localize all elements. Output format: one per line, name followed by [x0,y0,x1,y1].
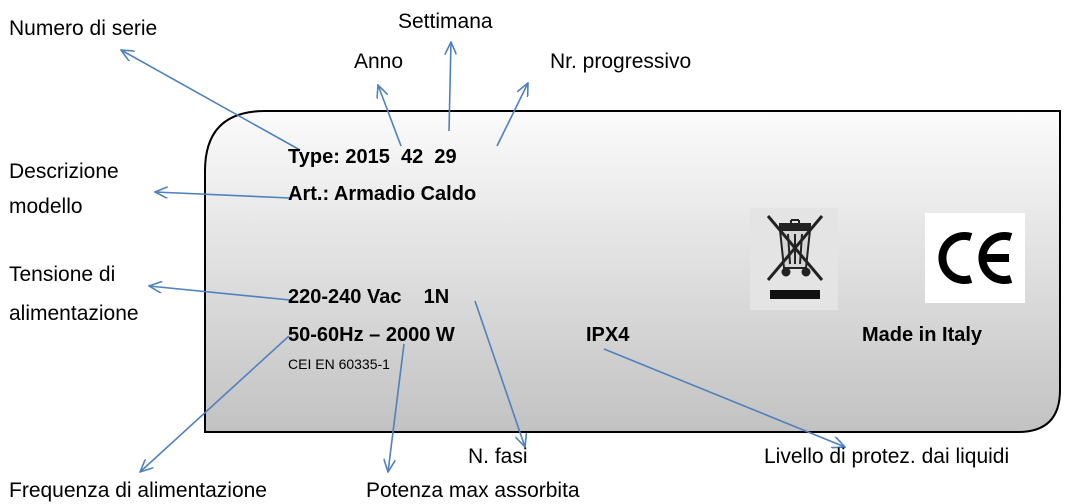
label-frequenza: Frequenza di alimentazione [9,479,267,502]
arrow-frequenza [140,335,290,472]
annotation-arrows [121,42,845,472]
ce-mark-icon [925,213,1025,303]
label-livello-protezione: Livello di protez. dai liquidi [764,445,1010,468]
plate-standard: CEI EN 60335-1 [288,356,390,372]
plate-made-in: Made in Italy [862,324,983,346]
label-tensione-line2: alimentazione [9,302,139,325]
plate-type-line: Type: 2015 42 29 [288,146,457,168]
plate-frequency-power-line: 50-60Hz – 2000 W [288,324,455,346]
label-descrizione-line2: modello [9,195,83,218]
label-anno: Anno [354,50,404,73]
plate-art-line: Art.: Armadio Caldo [288,183,477,205]
plate-voltage-line: 220-240 Vac 1N [288,286,450,308]
rating-plate [204,110,1061,433]
arrow-tensione [149,286,291,301]
arrow-n-fasi [474,300,525,447]
label-n-fasi: N. fasi [468,445,528,468]
arrow-settimana [449,42,451,132]
arrow-numero-di-serie [121,50,301,151]
weee-bin-icon [750,208,838,310]
label-descrizione-line1: Descrizione [9,160,119,183]
plate-ip-rating: IPX4 [586,324,630,346]
arrow-potenza [388,343,405,472]
label-tensione-line1: Tensione di [9,263,116,286]
label-settimana: Settimana [398,10,493,33]
arrow-descrizione [155,192,291,199]
label-numero-di-serie: Numero di serie [9,17,158,40]
label-nr-progressivo: Nr. progressivo [550,50,692,73]
label-potenza: Potenza max assorbita [366,479,580,502]
arrow-nr-progressivo [496,83,528,147]
arrow-livello-protezione [603,348,845,447]
arrow-anno [378,85,402,147]
